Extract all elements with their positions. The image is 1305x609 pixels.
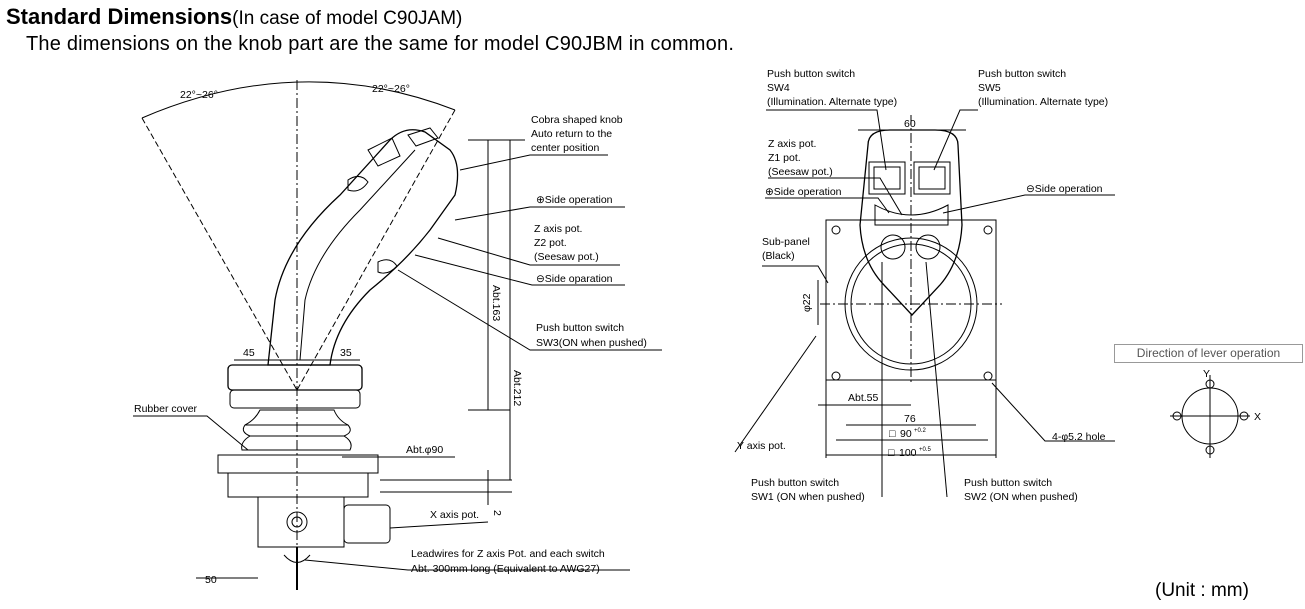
title-main: Standard Dimensions <box>6 4 233 29</box>
sw4-label-2: SW4 <box>767 82 790 94</box>
dim-35: 35 <box>340 347 352 359</box>
dim-45: 45 <box>243 347 255 359</box>
dim-163: Abt.163 <box>490 285 502 321</box>
leader-zpot <box>437 237 620 266</box>
dim-90-square: □ <box>889 428 896 440</box>
leader-rubber <box>133 415 249 451</box>
knob-button-top <box>367 137 401 167</box>
sw3-label-2: SW3(ON when pushed) <box>536 337 647 349</box>
leader-leads <box>304 559 630 571</box>
sw2-label-1: Push button switch <box>964 477 1052 489</box>
direction-y: Y <box>1203 368 1210 380</box>
sw1-label-1: Push button switch <box>751 477 839 489</box>
plus-side-label: ⊕Side operation <box>536 194 613 206</box>
right-plus-label: ⊕Side operation <box>765 186 842 198</box>
dim-90: 90 <box>900 428 912 440</box>
angle-ray-right <box>296 109 456 391</box>
page-subtitle: The dimensions on the knob part are the … <box>26 33 735 55</box>
minus-side-label: ⊖Side oparation <box>536 273 613 285</box>
dim-phi90: Abt.φ90 <box>406 444 443 456</box>
rubber-bellows <box>241 409 352 451</box>
zpot-label-3: (Seesaw pot.) <box>534 251 599 263</box>
leader-knob <box>459 154 608 171</box>
page-title: Standard Dimensions(In case of model C90… <box>6 4 462 30</box>
leader-xaxis <box>389 521 489 529</box>
dim-50: 50 <box>205 574 217 586</box>
sw4-label-1: Push button switch <box>767 68 855 80</box>
sw4-label-3: (Illumination. Alternate type) <box>767 96 897 108</box>
sw2-label-2: SW2 (ON when pushed) <box>964 491 1078 503</box>
direction-x: X <box>1254 411 1261 423</box>
dim-76: 76 <box>904 413 916 425</box>
dim-100-square: □ <box>888 447 895 459</box>
sw2-button <box>915 234 941 260</box>
knob-button-left <box>347 176 369 192</box>
dim-212: Abt.212 <box>511 370 523 406</box>
angle-ray-left <box>141 117 298 391</box>
sw1-button <box>880 234 906 260</box>
y-axis-label: Y axis pot. <box>737 440 786 452</box>
leader-minus <box>414 254 625 286</box>
title-note: (In case of model C90JAM) <box>232 8 463 29</box>
dim-100-tol: +0.5 <box>919 447 932 453</box>
z1-label-2: Z1 pot. <box>768 152 801 164</box>
subpanel-label-1: Sub-panel <box>762 236 810 248</box>
leads-label-1: Leadwires for Z axis Pot. and each switc… <box>411 548 605 560</box>
z1-label-3: (Seesaw pot.) <box>768 166 833 178</box>
knob-label-1: Cobra shaped knob <box>531 114 623 126</box>
sw5-box <box>913 161 951 195</box>
flange <box>217 454 379 474</box>
z1-label-1: Z axis pot. <box>768 138 816 150</box>
knob-label-3: center position <box>531 142 599 154</box>
knob-button-cap <box>407 127 439 147</box>
zpot-label-1: Z axis pot. <box>534 223 582 235</box>
sw5-label-2: SW5 <box>978 82 1001 94</box>
hole-label: 4-φ5.2 hole <box>1052 431 1106 443</box>
knob-body <box>267 129 459 366</box>
subpanel-label-2: (Black) <box>762 250 795 262</box>
sw1-label-2: SW1 (ON when pushed) <box>751 491 865 503</box>
dim-60: 60 <box>904 118 916 130</box>
leader-sw3 <box>397 269 662 351</box>
dim-phi22: φ22 <box>801 293 813 312</box>
x-pot-shaft <box>286 511 308 533</box>
knob-button-bottom <box>377 259 398 274</box>
zpot-label-2: Z2 pot. <box>534 237 567 249</box>
direction-title: Direction of lever operation <box>1114 344 1303 363</box>
knob-label-2: Auto return to the <box>531 128 612 140</box>
dim-2: 2 <box>491 510 503 516</box>
leader-plus <box>454 206 625 221</box>
right-minus-label: ⊖Side operation <box>1026 183 1103 195</box>
angle-arc <box>141 81 456 119</box>
dim-100: 100 <box>899 447 917 459</box>
lower-housing <box>257 496 345 548</box>
sw5-label-1: Push button switch <box>978 68 1066 80</box>
sw5-label-3: (Illumination. Alternate type) <box>978 96 1108 108</box>
leads-label-2: Abt. 300mm long (Equivalent to AWG27) <box>411 563 600 575</box>
unit-label: (Unit : mm) <box>1155 580 1249 601</box>
angle-right-label: 22°~26° <box>372 83 410 95</box>
knob-ridge <box>299 149 416 361</box>
dim-55: Abt.55 <box>848 392 879 404</box>
dim-90-tol: +0.2 <box>914 428 927 434</box>
sw3-label-1: Push button switch <box>536 322 624 334</box>
angle-left-label: 22°~26° <box>180 89 218 101</box>
x-axis-label: X axis pot. <box>430 509 479 521</box>
base-lower <box>229 389 361 409</box>
rubber-cover-label: Rubber cover <box>134 403 198 415</box>
